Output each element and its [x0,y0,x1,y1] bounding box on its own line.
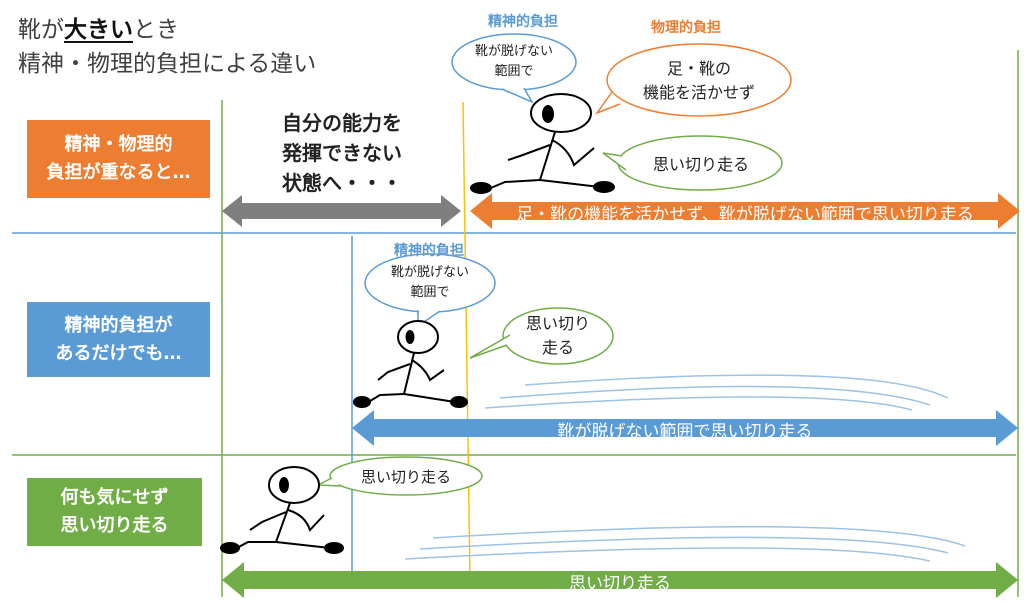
row2-tag-mental: 精神的負担 [394,243,464,259]
row3-label-line1: 何も気にせず [60,487,169,508]
row1-label-box: 精神・物理的 負担が重なると… [27,120,210,198]
row2-bubble-mental-text: 靴が脱げない 範囲で [368,260,492,306]
row3-arrow-text: 思い切り走る [569,574,671,594]
row2-arrow-text: 靴が脱げない範囲で思い切り走る [557,422,813,442]
bubble-mental-row1 [451,33,577,104]
bubble-mental-row2 [364,253,496,328]
stick-figure-row2 [353,320,468,408]
row2-bubble-mental-line1: 靴が脱げない [390,265,469,280]
row1-gray-note-line3: 状態へ・・・ [282,171,402,195]
row2-bubble-run-line1: 思い切り [525,314,590,333]
speed-lines-row2 [484,374,949,411]
row1-bubble-physical-text: 足・靴の 機能を活かせず [612,55,786,107]
row1-bubble-run-text: 思い切り走る [652,155,749,174]
row1-bubble-mental-line2: 範囲で [494,64,534,79]
green-double-arrow [222,562,1018,598]
row1-gray-note: 自分の能力を 発揮できない 状態へ・・・ [252,108,432,198]
row2-label-box: 精神的負担が あるだけでも… [27,302,210,377]
page-title: 靴が大きいとき [18,10,179,44]
stick-figure-row3 [220,466,344,554]
row2-bubble-run-text: 思い切り 走る [510,312,606,360]
row2-bubble-mental-line2: 範囲で [410,285,450,300]
row3-label-line2: 思い切り走る [60,515,169,536]
title-pre: 靴が [18,17,64,43]
row1-tag-mental: 精神的負担 [488,14,558,30]
orange-double-arrow [470,193,1020,229]
row1-bubble-physical-line2: 機能を活かせず [642,83,755,102]
row2-label-line2: あるだけでも… [55,342,182,364]
row3-bubble-run-text: 思い切り走る [360,467,451,486]
row1-gray-note-line1: 自分の能力を [282,111,402,135]
row1-bubble-mental-text: 靴が脱げない 範囲で [456,40,572,84]
title-emphasis: 大きい [64,17,133,43]
row1-bubble-mental-line1: 靴が脱げない [474,44,553,59]
bubble-run-row3 [315,456,483,496]
bubble-physical-row1 [594,43,792,117]
vline-yellow [462,101,471,581]
title-post: とき [133,17,179,43]
speed-lines-row3 [404,526,966,562]
row2-label-line1: 精神的負担が [64,314,173,336]
row3-label-box: 何も気にせず 思い切り走る [27,478,202,546]
bubble-run-row1 [602,135,783,191]
row1-gray-note-line2: 発揮できない [282,141,402,165]
page-subtitle: 精神・物理的負担による違い [18,51,317,77]
row1-bubble-physical-line1: 足・靴の [666,59,731,78]
row1-tag-physical: 物理的負担 [651,20,721,36]
gray-double-arrow [222,195,461,227]
stick-figure-row1 [470,93,615,194]
row1-label-line2: 負担が重なると… [46,162,191,183]
blue-double-arrow [352,410,1018,446]
row1-arrow-text: 足・靴の機能を活かせず、靴が脱げない範囲で思い切り走る [516,205,974,225]
row2-bubble-run-line2: 走る [541,338,574,357]
bubble-run-row2 [469,307,614,365]
row1-label-line1: 精神・物理的 [64,134,173,155]
